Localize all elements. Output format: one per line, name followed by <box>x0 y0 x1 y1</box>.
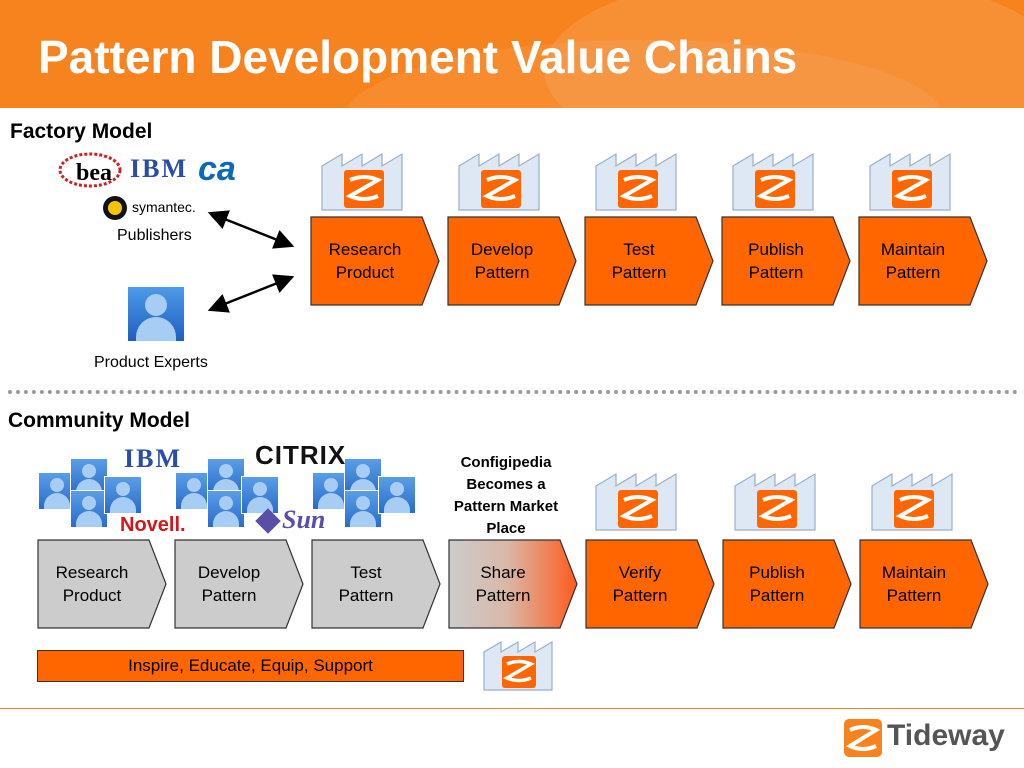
page-title: Pattern Development Value Chains <box>38 31 798 83</box>
header-band: Pattern Development Value Chains <box>0 0 1024 108</box>
tideway-mark-icon <box>844 719 882 757</box>
step-label: Test <box>623 240 655 259</box>
step-label: Maintain <box>881 563 947 582</box>
factory-icon <box>734 472 816 531</box>
tideway-wordmark: Tideway <box>887 719 1005 752</box>
footer-divider <box>0 708 1024 709</box>
factory-icon <box>321 152 403 211</box>
step-label: Pattern <box>611 263 667 282</box>
ibm-logo: IBM <box>130 154 188 183</box>
callout-line: Pattern Market <box>453 498 559 515</box>
person-icon <box>175 472 213 510</box>
step-label: Develop <box>470 240 534 259</box>
step-label: Pattern <box>612 586 668 605</box>
step-label: Pattern <box>885 263 941 282</box>
tideway-logo: Tideway <box>843 717 1013 759</box>
step-label: Product <box>62 586 122 605</box>
step-label: Pattern <box>338 586 394 605</box>
community-model-label: Community Model <box>8 409 190 432</box>
factory-icon <box>595 152 677 211</box>
step-label: Research <box>55 563 129 582</box>
inspire-bar-label: Inspire, Educate, Equip, Support <box>128 656 373 675</box>
factory-icon <box>869 152 951 211</box>
person-icon <box>241 476 279 514</box>
step-label: Verify <box>618 563 662 582</box>
step-label: Test <box>350 563 382 582</box>
factory-icon <box>595 472 677 531</box>
person-icon <box>207 490 245 528</box>
step-label: Develop <box>197 563 261 582</box>
step-label: Pattern <box>886 586 942 605</box>
double-arrow-icon <box>207 210 295 313</box>
symantec-logo: symantec. <box>102 195 212 221</box>
header-swirl <box>544 0 1024 108</box>
step-label: Pattern <box>475 586 531 605</box>
step-label: Pattern <box>748 263 804 282</box>
step-label: Pattern <box>749 586 805 605</box>
person-icon <box>38 472 76 510</box>
person-icon <box>104 476 142 514</box>
callout-line: Place <box>486 520 526 537</box>
publishers-label: Publishers <box>117 227 192 244</box>
step-label: Publish <box>748 240 804 259</box>
step-label: Share <box>480 563 526 582</box>
step-label: Publish <box>749 563 805 582</box>
person-icon <box>312 472 350 510</box>
callout-line: Configipedia <box>460 454 552 471</box>
step-label: Maintain <box>880 240 946 259</box>
configipedia-callout: Configipedia Becomes a Pattern Market Pl… <box>432 452 580 540</box>
ibm-logo: IBM <box>124 444 182 473</box>
step-label: Pattern <box>474 263 530 282</box>
factory-icon <box>483 640 553 691</box>
person-icon <box>207 458 245 496</box>
sun-logo: Sun <box>254 505 334 539</box>
inspire-bar: Inspire, Educate, Equip, Support <box>37 650 464 682</box>
product-experts-label: Product Experts <box>94 354 208 371</box>
bea-logo: bea <box>58 150 128 190</box>
person-icon <box>70 458 108 496</box>
novell-logo: Novell. <box>120 514 186 536</box>
person-icon <box>378 476 416 514</box>
factory-icon <box>458 152 540 211</box>
citrix-logo: CITRIX <box>255 440 347 470</box>
product-expert-icon <box>128 287 184 341</box>
factory-model-label: Factory Model <box>10 120 153 143</box>
person-icon <box>70 490 108 528</box>
person-icon <box>344 490 382 528</box>
step-label: Pattern <box>201 586 257 605</box>
factory-icon <box>871 472 953 531</box>
ca-logo: ca <box>198 150 236 188</box>
section-divider <box>8 390 1018 394</box>
callout-line: Becomes a <box>466 476 546 493</box>
factory-icon <box>732 152 814 211</box>
step-label: Product <box>335 263 395 282</box>
step-label: Research <box>328 240 402 259</box>
